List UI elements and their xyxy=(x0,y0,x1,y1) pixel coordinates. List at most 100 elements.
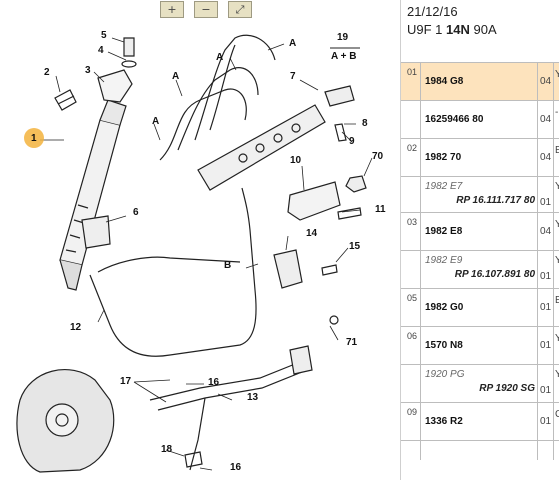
callout-a-1: A xyxy=(289,38,297,49)
column-divider xyxy=(537,177,538,212)
part-reference[interactable]: 1982 E7 xyxy=(425,181,463,192)
column-divider xyxy=(420,101,421,138)
callout-16[interactable]: 16 xyxy=(208,377,220,388)
row-position: 05 xyxy=(407,293,418,303)
part-reference[interactable]: 1982 70 xyxy=(425,152,462,163)
selected-item-marker xyxy=(24,128,44,148)
part-reference[interactable]: 1982 E9 xyxy=(425,255,463,266)
callout-18[interactable]: 18 xyxy=(161,444,173,455)
callout-16-lower[interactable]: 16 xyxy=(230,462,242,473)
exploded-parts-diagram[interactable]: + − ⤢ 1 2 3 4 5 6 7 8 9 10 11 12 13 14 1… xyxy=(0,0,401,480)
callout-10[interactable]: 10 xyxy=(290,155,302,166)
callout-8[interactable]: 8 xyxy=(362,118,368,129)
callout-11[interactable]: 11 xyxy=(375,204,386,215)
callout-a-2: A xyxy=(216,52,224,63)
part-quantity: 04 xyxy=(540,114,552,125)
callout-7[interactable]: 7 xyxy=(290,71,296,82)
panel-date: 21/12/16 xyxy=(407,4,458,19)
column-divider xyxy=(420,139,421,176)
part-quantity: 01 xyxy=(540,385,552,396)
column-divider xyxy=(537,327,538,364)
callout-14[interactable]: 14 xyxy=(306,228,318,239)
callout-71[interactable]: 71 xyxy=(346,337,358,348)
part-reference[interactable]: 1982 G0 xyxy=(425,302,464,313)
return-pipe xyxy=(89,187,257,357)
column-divider xyxy=(420,365,421,402)
callout-6[interactable]: 6 xyxy=(133,207,139,218)
column-divider xyxy=(553,365,554,402)
table-row[interactable] xyxy=(401,440,559,460)
part-reference[interactable]: 16259466 80 xyxy=(425,114,484,125)
column-divider xyxy=(420,289,421,326)
column-divider xyxy=(537,101,538,138)
replacement-reference[interactable]: RP 16.107.891 80 xyxy=(454,269,535,280)
zoom-out-icon: − xyxy=(201,3,211,16)
column-divider xyxy=(537,365,538,402)
column-divider xyxy=(553,213,554,250)
part-quantity: 01 xyxy=(540,271,552,282)
part-reference[interactable]: 1570 N8 xyxy=(425,340,463,351)
part-reference[interactable]: 1982 E8 xyxy=(425,226,463,237)
part-quantity: 04 xyxy=(540,226,552,237)
row-position: 06 xyxy=(407,331,418,341)
fit-view-button[interactable]: ⤢ xyxy=(228,1,252,18)
callout-13[interactable]: 13 xyxy=(247,392,259,403)
replacement-reference[interactable]: RP 1920 SG xyxy=(479,383,535,394)
column-divider xyxy=(537,63,538,100)
row-flag: E xyxy=(555,295,559,306)
callout-3[interactable]: 3 xyxy=(85,65,91,76)
row-position: 09 xyxy=(407,407,418,417)
part-reference[interactable]: 1920 PG xyxy=(425,369,465,380)
column-divider xyxy=(420,213,421,250)
column-divider xyxy=(553,139,554,176)
part-quantity: 01 xyxy=(540,340,552,351)
column-divider xyxy=(537,139,538,176)
callout-b: B xyxy=(224,260,232,271)
callout-a-4: A xyxy=(152,116,160,127)
fuel-rail xyxy=(197,104,326,191)
callout-5[interactable]: 5 xyxy=(101,30,107,41)
injector-pipe xyxy=(159,88,247,161)
callout-12[interactable]: 12 xyxy=(70,322,82,333)
callout-2[interactable]: 2 xyxy=(44,67,50,78)
bracket xyxy=(97,69,133,103)
vehicle-model: U9F 1 14N 90A xyxy=(407,22,497,37)
callout-19[interactable]: 19 xyxy=(337,32,349,43)
row-position: 03 xyxy=(407,217,418,227)
column-divider xyxy=(553,101,554,138)
replacement-reference[interactable]: RP 16.111.717 80 xyxy=(456,195,535,206)
callout-4[interactable]: 4 xyxy=(98,45,104,56)
part-reference[interactable]: 1336 R2 xyxy=(425,416,463,427)
diagram-drawing xyxy=(16,34,373,473)
column-divider xyxy=(537,441,538,460)
part-quantity: 01 xyxy=(540,302,552,313)
callout-70[interactable]: 70 xyxy=(372,151,384,162)
part-quantity: 01 xyxy=(540,197,552,208)
part-reference[interactable]: 1984 G8 xyxy=(425,76,464,87)
fuel-line xyxy=(149,361,303,411)
column-divider xyxy=(537,289,538,326)
callout-9[interactable]: 9 xyxy=(349,136,355,147)
callout-15[interactable]: 15 xyxy=(349,241,361,252)
zoom-in-icon: + xyxy=(167,3,177,16)
model-code-c: 90A xyxy=(473,22,497,37)
part-quantity: 04 xyxy=(540,76,552,87)
row-flag: Y xyxy=(555,219,559,230)
zoom-out-button[interactable]: − xyxy=(194,1,218,18)
zoom-in-button[interactable]: + xyxy=(160,1,184,18)
row-flag: Y xyxy=(555,333,559,344)
column-divider xyxy=(420,251,421,288)
callout-17[interactable]: 17 xyxy=(120,376,132,387)
callout-1[interactable]: 1 xyxy=(31,133,37,144)
